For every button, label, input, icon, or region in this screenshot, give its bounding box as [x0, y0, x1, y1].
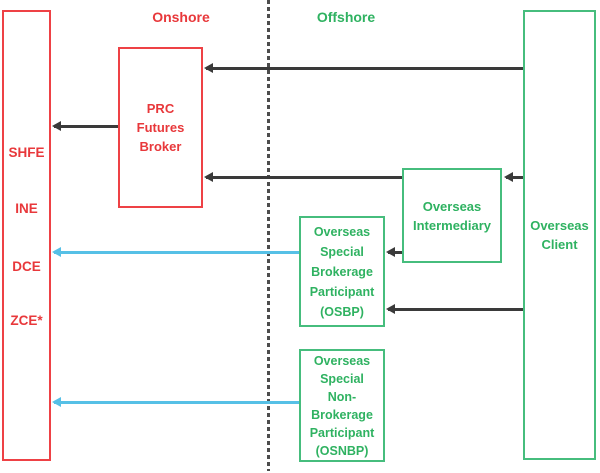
arrowhead-osbp-to-exchanges	[52, 247, 61, 257]
arrowhead-prc-broker-to-exchanges	[52, 121, 61, 131]
osbp-label: Overseas Special Brokerage Participant (…	[309, 224, 375, 319]
exchanges-box: SHFE INE DCE ZCE*	[2, 10, 51, 461]
arrow-line-osbp-to-exchanges	[54, 251, 299, 254]
arrow-line-intermediary-to-osbp	[388, 251, 402, 254]
arrow-line-intermediary-to-prc-broker	[206, 176, 402, 179]
prc-futures-broker-box: PRC Futures Broker	[118, 47, 203, 208]
arrow-line-client-to-prc-broker	[206, 67, 523, 70]
offshore-label: Offshore	[316, 9, 376, 25]
onshore-offshore-divider	[267, 0, 270, 471]
prc-futures-broker-label: PRC Futures Broker	[136, 101, 185, 154]
arrowhead-client-to-intermediary	[504, 172, 513, 182]
arrowhead-osnbp-to-exchanges	[52, 397, 61, 407]
arrow-line-client-to-intermediary	[506, 176, 523, 179]
onshore-label: Onshore	[152, 9, 210, 25]
osbp-box: Overseas Special Brokerage Participant (…	[299, 216, 385, 327]
overseas-intermediary-box: Overseas Intermediary	[402, 168, 502, 263]
overseas-intermediary-label: Overseas Intermediary	[412, 198, 492, 233]
exchange-label-zce: ZCE*	[10, 313, 43, 328]
arrow-line-prc-broker-to-exchanges	[54, 125, 118, 128]
arrow-line-client-to-osbp	[388, 308, 523, 311]
exchange-label-dce: DCE	[12, 259, 41, 274]
arrowhead-intermediary-to-prc-broker	[204, 172, 213, 182]
exchange-label-ine: INE	[15, 201, 38, 216]
osnbp-label: Overseas Special Non- Brokerage Particip…	[309, 353, 375, 458]
arrowhead-client-to-prc-broker	[204, 63, 213, 73]
overseas-client-box: Overseas Client	[523, 10, 596, 460]
arrowhead-intermediary-to-osbp	[386, 247, 395, 257]
osnbp-box: Overseas Special Non- Brokerage Particip…	[299, 349, 385, 462]
arrowhead-client-to-osbp	[386, 304, 395, 314]
exchange-label-shfe: SHFE	[8, 145, 45, 160]
overseas-client-label: Overseas Client	[530, 218, 589, 252]
arrow-line-osnbp-to-exchanges	[54, 401, 299, 404]
